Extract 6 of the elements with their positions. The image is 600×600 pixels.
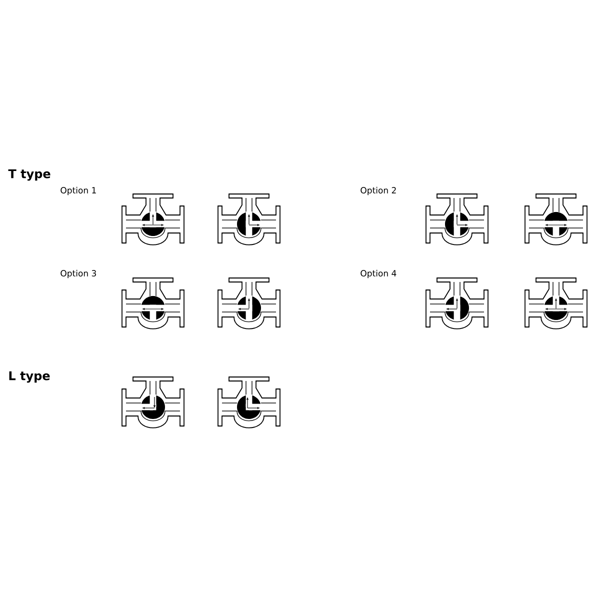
section-heading: T type (8, 169, 50, 181)
option-label: Option 1 (60, 186, 96, 196)
option-label: Option 3 (60, 270, 96, 278)
option-label: Option 2 (360, 186, 396, 196)
option-label: Option 4 (360, 270, 396, 278)
section-heading: L type (9, 371, 50, 383)
